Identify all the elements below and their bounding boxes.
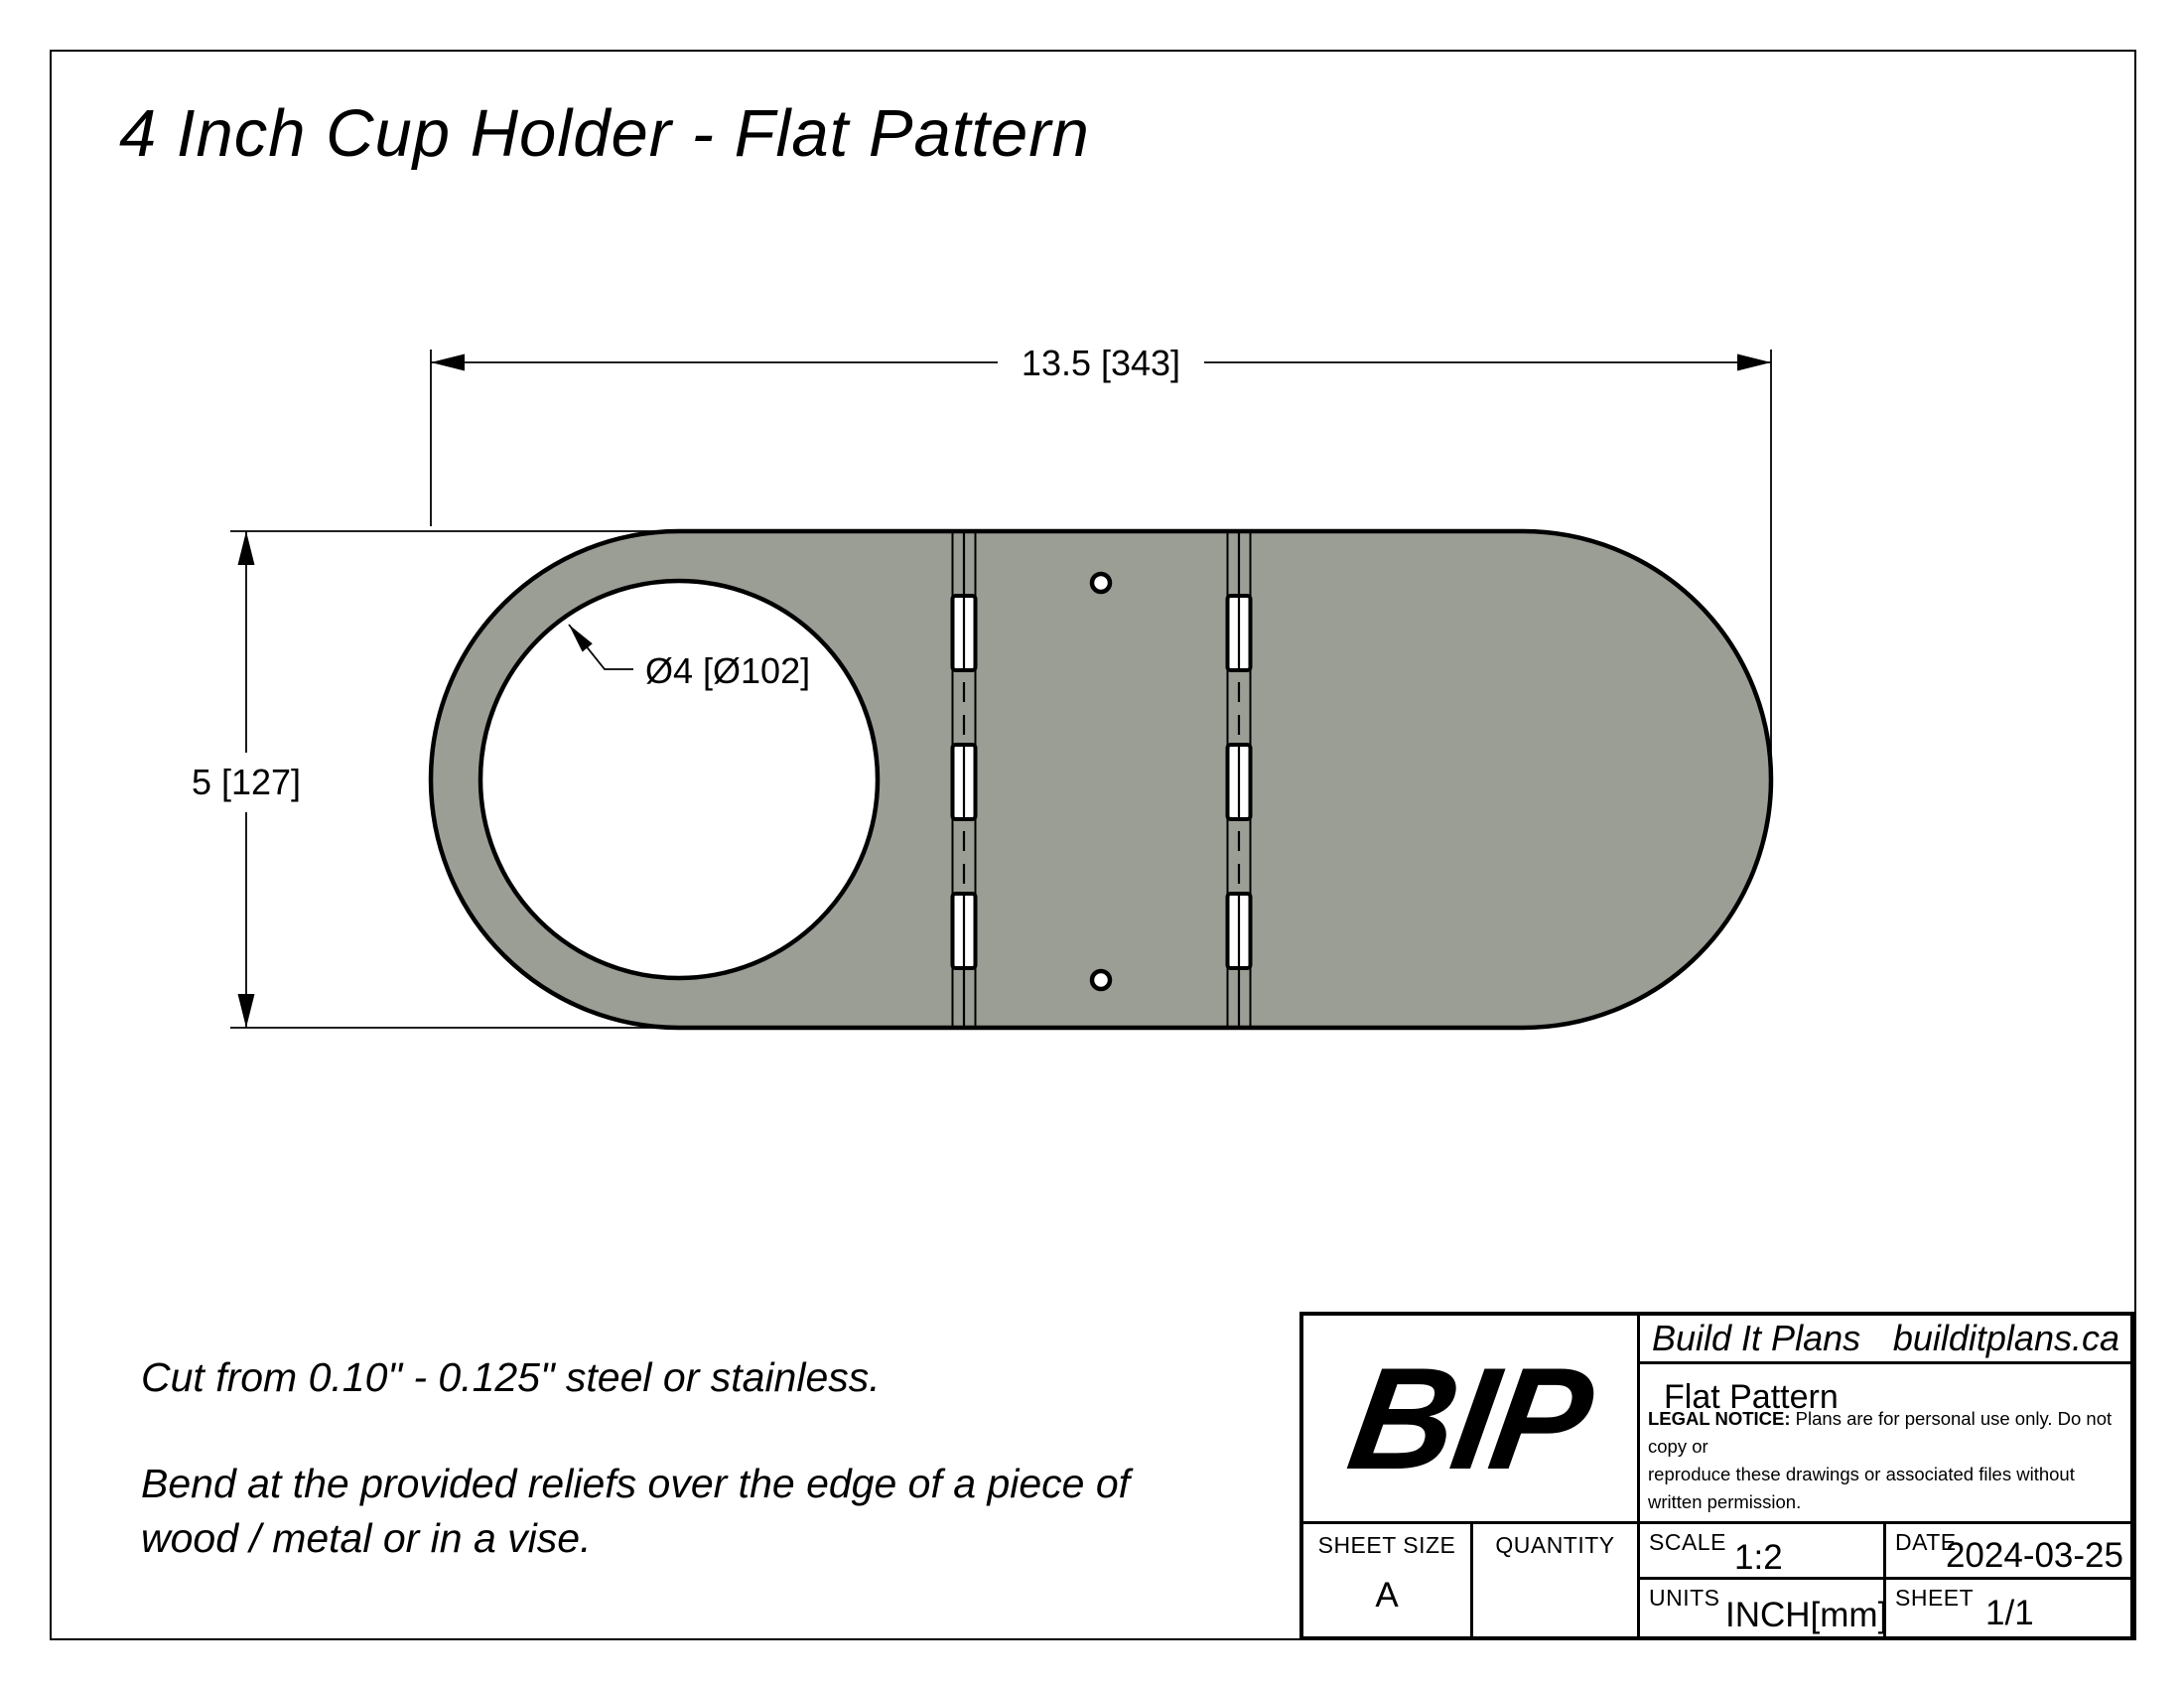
- date-value: 2024-03-25: [1945, 1536, 2123, 1575]
- cup-hole: [478, 578, 881, 981]
- pilot-hole-top: [1089, 571, 1113, 595]
- arrowhead-right: [1737, 353, 1771, 371]
- legal-notice-line2: reproduce these drawings or associated f…: [1648, 1464, 2075, 1512]
- bend-centerlines: [962, 531, 1241, 1028]
- legal-notice-label: LEGAL NOTICE:: [1648, 1408, 1791, 1429]
- height-dimension: [230, 530, 678, 1029]
- units-cell: UNITS INCH[mm]: [1640, 1580, 1888, 1637]
- hole-dimension-text: Ø4 [Ø102]: [645, 650, 810, 691]
- sheet-number-cell: SHEET 1/1: [1886, 1580, 2131, 1637]
- scale-label: SCALE: [1649, 1529, 1726, 1555]
- page-border: [50, 50, 2136, 1640]
- drawing-title: Flat Pattern: [1664, 1378, 1839, 1416]
- legal-notice-line1: Plans are for personal use only. Do not …: [1648, 1408, 2113, 1457]
- note-material: Cut from 0.10" - 0.125" steel or stainle…: [141, 1354, 881, 1400]
- units-label: UNITS: [1649, 1585, 1720, 1611]
- sheet-label: SHEET: [1895, 1585, 1975, 1611]
- website: builditplans.ca: [1892, 1318, 2119, 1358]
- width-dimension-text: 13.5 [343]: [1022, 343, 1180, 383]
- logo-cell: BIP: [1303, 1316, 1640, 1524]
- notes-block: Cut from 0.10" - 0.125" steel or stainle…: [141, 1350, 1130, 1618]
- note-bending: Bend at the provided reliefs over the ed…: [141, 1457, 1130, 1566]
- arrowhead-down: [237, 994, 255, 1028]
- date-cell: DATE 2024-03-25: [1886, 1524, 2131, 1580]
- date-label: DATE: [1895, 1529, 1957, 1555]
- sheet-size-cell: SHEET SIZE A: [1303, 1524, 1473, 1637]
- arrowhead-left: [431, 353, 465, 371]
- description-cell: Flat Pattern LEGAL NOTICE: Plans are for…: [1640, 1364, 2131, 1524]
- sheet-size-label: SHEET SIZE: [1317, 1532, 1456, 1558]
- company-name: Build It Plans: [1652, 1318, 1861, 1358]
- hole-leader-arrowhead: [569, 625, 593, 652]
- scale-value: 1:2: [1734, 1538, 1783, 1577]
- arrowhead-up: [237, 531, 255, 565]
- scale-cell: SCALE 1:2: [1640, 1524, 1886, 1580]
- quantity-label: QUANTITY: [1495, 1532, 1615, 1558]
- brand-row: Build It Plans builditplans.ca: [1640, 1316, 2131, 1364]
- legal-notice: LEGAL NOTICE: Plans are for personal use…: [1648, 1405, 2126, 1516]
- title-block: BIP Build It Plans builditplans.ca Flat …: [1299, 1312, 2134, 1640]
- page-title: 4 Inch Cup Holder - Flat Pattern: [119, 96, 1090, 171]
- quantity-cell: QUANTITY: [1473, 1524, 1640, 1637]
- sheet-value: 1/1: [1985, 1594, 2034, 1632]
- note-bending-line2: wood / metal or in a vise.: [141, 1515, 592, 1561]
- sheet-size-value: A: [1375, 1576, 1399, 1615]
- height-dimension-text: 5 [127]: [192, 762, 301, 802]
- units-value: INCH[mm]: [1725, 1596, 1888, 1634]
- pilot-hole-bottom: [1089, 968, 1113, 992]
- bip-logo: BIP: [1339, 1336, 1601, 1499]
- width-dimension: [430, 350, 1772, 774]
- note-bending-line1: Bend at the provided reliefs over the ed…: [141, 1461, 1131, 1506]
